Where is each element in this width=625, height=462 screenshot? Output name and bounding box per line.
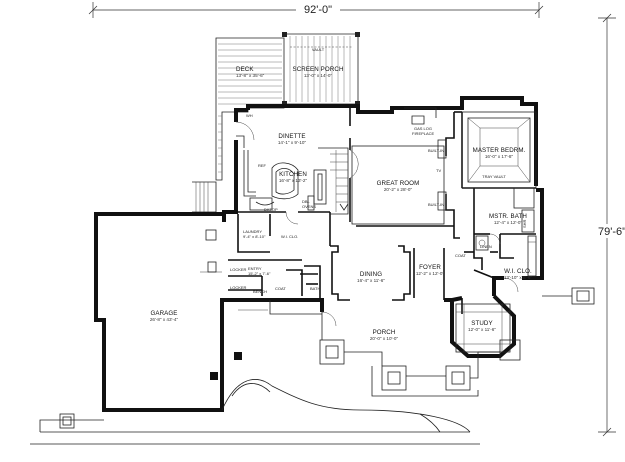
room-name: DECK: [236, 66, 254, 73]
exterior-walls: [94, 96, 544, 412]
coat-closet-label: COAT: [275, 286, 286, 291]
shower-label: SHR: [522, 219, 527, 228]
room-size: 12'-0" x 11'-6": [468, 327, 496, 332]
room-name: MSTR. BATH: [489, 213, 527, 220]
room-name: FOYER: [419, 264, 441, 271]
room-label-master-closet: W.I. CLO. 13'-10" x 8'-6": [504, 268, 533, 280]
locker-label: LOCKER: [230, 267, 247, 272]
kitchen-details: [236, 135, 327, 211]
room-size: 13'-10" x 8'-6": [504, 275, 533, 280]
master-bath-fixtures: [475, 187, 537, 277]
bath-label: BATH: [310, 286, 320, 291]
room-label-dining: DINING 16'-4" x 11'-6": [357, 271, 385, 283]
linen-label: LINEN: [480, 244, 492, 249]
room-name: GREAT ROOM: [377, 180, 420, 187]
room-name: GARAGE: [150, 310, 177, 317]
desktop-label: DKTOP: [264, 207, 278, 212]
double-ovens-label: DBL: [302, 199, 311, 204]
bench-label: BENCH: [253, 289, 267, 294]
room-label-study: STUDY 12'-0" x 11'-6": [468, 320, 496, 332]
room-size: 9'-4" x 8'-10": [243, 234, 266, 239]
tray-vault-ceiling: [461, 111, 537, 189]
room-name: PORCH: [373, 329, 396, 336]
room-label-deck: DECK 13'-8" x 35'-6": [236, 66, 265, 78]
room-size: 20'-0" x 10'-0": [370, 336, 399, 341]
room-name: STUDY: [471, 320, 492, 327]
room-label-master-bedroom: MASTER BEDRM. 16'-0" x 17'-8" TRAY VAULT: [473, 147, 526, 179]
built-in-label: BUILT-IN: [428, 202, 444, 207]
tray-vault-note: TRAY VAULT: [482, 174, 506, 179]
great-room-details: [318, 107, 447, 225]
room-label-dinette: DINETTE 14'-1" x 9'-10": [278, 133, 307, 145]
door-swings: [235, 121, 519, 327]
room-size: 15'-2" x 7'-6": [248, 271, 271, 276]
study-details: [455, 303, 511, 353]
room-size: 26'-8" x 43'-4": [150, 317, 179, 322]
room-size: 13'-0" x 14'-0": [304, 73, 333, 78]
interior-walls: [228, 108, 536, 314]
room-name: SCREEN PORCH: [292, 66, 343, 73]
room-size: 16'-4" x 11'-6": [357, 278, 385, 283]
room-name: DINETTE: [278, 133, 305, 140]
room-size: 14'-1" x 9'-10": [278, 140, 307, 145]
walk-in-closet-label: W.I. CLO.: [281, 234, 298, 239]
room-size: 13'-8" x 35'-6": [236, 73, 265, 78]
room-size: 16'-0" x 17'-8": [485, 154, 514, 159]
exterior-posts: [59, 229, 595, 429]
room-name: LAUNDRY: [243, 229, 262, 234]
room-size: 12'-4" x 12'-0": [494, 220, 523, 225]
room-size: 16'-8" x 13'-2": [279, 178, 308, 183]
double-ovens-label: OVENS: [302, 204, 316, 209]
room-label-great-room: GREAT ROOM 20'-2" x 28'-0": [377, 180, 420, 192]
tv-label: TV: [436, 168, 441, 173]
overall-depth-dimension: 79'-6": [598, 13, 625, 437]
garage-details: [200, 261, 242, 380]
room-label-screen-porch: SCREEN PORCH 13'-0" x 14'-0" VAULT: [292, 47, 343, 78]
room-label-mstr-bath: MSTR. BATH 12'-4" x 12'-0": [489, 213, 527, 225]
room-label-entry: ENTRY 15'-2" x 7'-6": [248, 266, 271, 276]
room-label-garage: GARAGE 26'-8" x 43'-4": [150, 310, 179, 322]
refrigerator-label: REF: [258, 163, 267, 168]
room-name: KITCHEN: [279, 171, 307, 178]
room-label-foyer: FOYER 12'-2" x 12'-0": [416, 264, 445, 276]
room-size: 12'-2" x 12'-0": [416, 271, 445, 276]
locker-label: LOCKER: [230, 285, 247, 290]
overall-width-label: 92'-0": [304, 4, 332, 16]
room-label-kitchen: KITCHEN 16'-8" x 13'-2": [279, 171, 308, 183]
room-label-porch: PORCH 20'-0" x 10'-0": [370, 329, 399, 341]
room-label-laundry: LAUNDRY 9'-4" x 8'-10": [243, 229, 266, 239]
room-size: 20'-2" x 28'-0": [384, 187, 413, 192]
coat-closet-label: COAT: [455, 253, 466, 258]
room-name: ENTRY: [248, 266, 262, 271]
room-name: MASTER BEDRM.: [473, 147, 526, 154]
wh-label: WH: [246, 113, 253, 118]
room-name: DINING: [360, 271, 382, 278]
gas-log-label: GAS LOG: [414, 126, 432, 131]
room-name: W.I. CLO.: [504, 268, 532, 275]
fireplace-label: FIREPLACE: [412, 131, 435, 136]
built-in-label: BUILT-IN: [428, 148, 444, 153]
plan-annotations: GAS LOG FIREPLACE BUILT-IN BUILT-IN TV R…: [230, 113, 527, 294]
overall-width-dimension: 92'-0": [88, 2, 544, 18]
overall-depth-label: 79'-6": [598, 226, 625, 238]
vault-note: VAULT: [312, 47, 325, 52]
